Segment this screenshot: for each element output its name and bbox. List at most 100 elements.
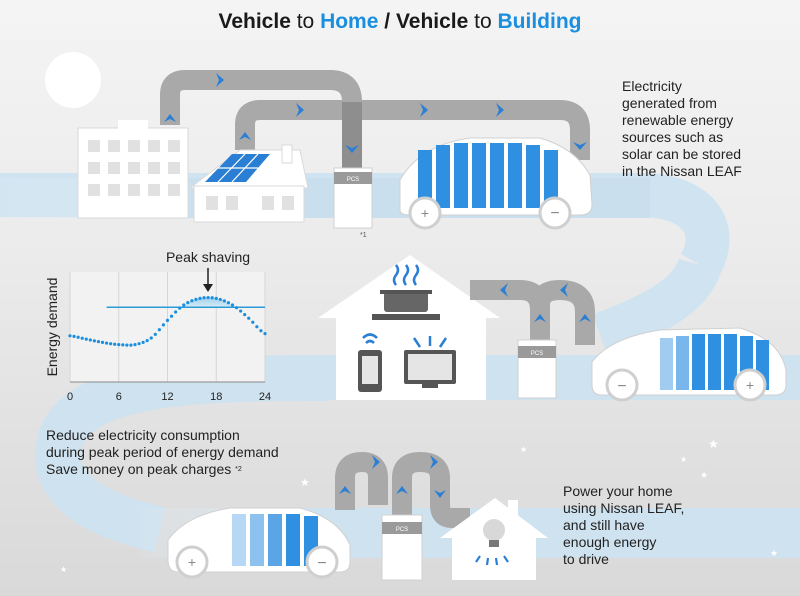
demand-point xyxy=(153,332,157,336)
svg-text:★: ★ xyxy=(708,437,719,451)
svg-text:−: − xyxy=(317,555,326,572)
demand-point xyxy=(117,343,121,347)
title-to-1: to xyxy=(290,10,321,33)
demand-point xyxy=(165,318,170,322)
nissan-leaf-car-middle: − + xyxy=(591,327,787,402)
x-tick-label: 24 xyxy=(259,391,271,403)
title-to-2: to xyxy=(468,10,498,33)
svg-text:−: − xyxy=(550,205,559,222)
demand-point xyxy=(157,328,161,332)
solar-house xyxy=(188,144,309,223)
middle-home xyxy=(318,255,500,400)
sun-icon xyxy=(45,52,101,108)
demand-point xyxy=(255,325,259,329)
energy-demand-chart: 0 6 12 18 24 Peak shaving Energy demand xyxy=(44,249,271,403)
demand-point xyxy=(259,329,263,333)
pcs-unit-1: PCS xyxy=(333,167,373,229)
svg-text:★: ★ xyxy=(300,477,310,489)
demand-point xyxy=(80,336,84,340)
office-building xyxy=(77,120,189,219)
demand-point xyxy=(145,338,149,343)
demand-point xyxy=(92,339,96,343)
demand-point xyxy=(76,335,80,339)
svg-text:★: ★ xyxy=(700,470,708,480)
chart-grid xyxy=(69,272,266,382)
title-building: Building xyxy=(497,10,582,33)
demand-point xyxy=(202,296,206,300)
cooking-pot-icon xyxy=(372,290,440,320)
demand-point xyxy=(243,312,247,317)
x-tick-label: 6 xyxy=(116,391,122,403)
svg-text:−: − xyxy=(617,378,626,395)
demand-point xyxy=(186,300,190,305)
television-icon xyxy=(404,336,456,388)
svg-text:+: + xyxy=(746,377,754,393)
stars: ★ ★ ★ ★ ★ ★ ★ xyxy=(60,437,778,574)
footnote-1: *1 xyxy=(360,232,367,239)
demand-point xyxy=(206,295,210,300)
demand-point xyxy=(218,297,222,302)
bottom-energy-pipes xyxy=(335,451,470,528)
page-title: Vehicle to Home / Vehicle to Building xyxy=(0,10,800,34)
svg-text:★: ★ xyxy=(60,565,67,574)
pcs-label-2: PCS xyxy=(531,351,543,357)
moon-icon xyxy=(741,420,768,474)
demand-point xyxy=(125,343,129,347)
demand-point xyxy=(222,299,226,303)
demand-point xyxy=(214,296,218,300)
svg-text:★: ★ xyxy=(680,455,687,464)
demand-point xyxy=(174,310,178,314)
demand-point xyxy=(263,332,267,336)
x-tick-label: 12 xyxy=(161,391,173,403)
peak-shaving-label: Peak shaving xyxy=(166,249,250,265)
demand-point xyxy=(133,343,137,347)
y-axis-label: Energy demand xyxy=(44,278,60,377)
svg-text:★: ★ xyxy=(520,445,527,454)
power-home-caption: Power your home using Nissan LEAF, and s… xyxy=(563,483,685,567)
demand-point xyxy=(182,303,186,307)
pcs-unit-2: PCS xyxy=(517,339,557,399)
demand-point xyxy=(104,341,109,345)
svg-text:+: + xyxy=(188,554,196,570)
demand-point xyxy=(194,297,198,301)
svg-text:+: + xyxy=(421,205,429,221)
demand-point xyxy=(84,337,88,341)
demand-point xyxy=(72,334,76,338)
demand-point xyxy=(149,336,153,340)
steam-icon xyxy=(392,264,420,286)
renewable-caption: Electricity generated from renewable ene… xyxy=(622,78,742,179)
peak-caption: Reduce electricity consumption during pe… xyxy=(46,427,346,478)
demand-point xyxy=(109,342,113,346)
demand-point xyxy=(251,320,255,324)
x-tick-label: 0 xyxy=(67,391,73,403)
demand-point xyxy=(190,299,194,303)
smartphone-icon xyxy=(358,333,382,392)
demand-point xyxy=(96,340,101,344)
nissan-leaf-car-top: + − xyxy=(399,137,593,230)
demand-series xyxy=(68,295,267,347)
demand-point xyxy=(129,343,133,347)
svg-text:★: ★ xyxy=(770,548,778,558)
demand-point xyxy=(121,343,125,347)
demand-point xyxy=(137,342,141,346)
top-flow-arrows xyxy=(164,73,587,153)
pcs-unit-3: PCS xyxy=(381,514,423,581)
peak-caption-text: Reduce electricity consumption during pe… xyxy=(46,427,279,477)
pcs-label-1: PCS xyxy=(347,177,359,183)
demand-point xyxy=(247,316,251,320)
demand-point xyxy=(198,296,202,300)
demand-point xyxy=(178,306,182,310)
demand-point xyxy=(100,340,105,344)
pcs-label-3: PCS xyxy=(396,527,408,533)
footnote-2: *2 xyxy=(235,466,242,473)
title-vehicle-2: Vehicle xyxy=(395,10,469,33)
title-slash: / xyxy=(378,10,396,33)
demand-point xyxy=(88,338,92,342)
demand-point xyxy=(68,334,72,338)
demand-point xyxy=(113,342,117,346)
demand-point xyxy=(169,314,174,318)
demand-point xyxy=(141,340,145,344)
x-tick-label: 18 xyxy=(210,391,222,403)
